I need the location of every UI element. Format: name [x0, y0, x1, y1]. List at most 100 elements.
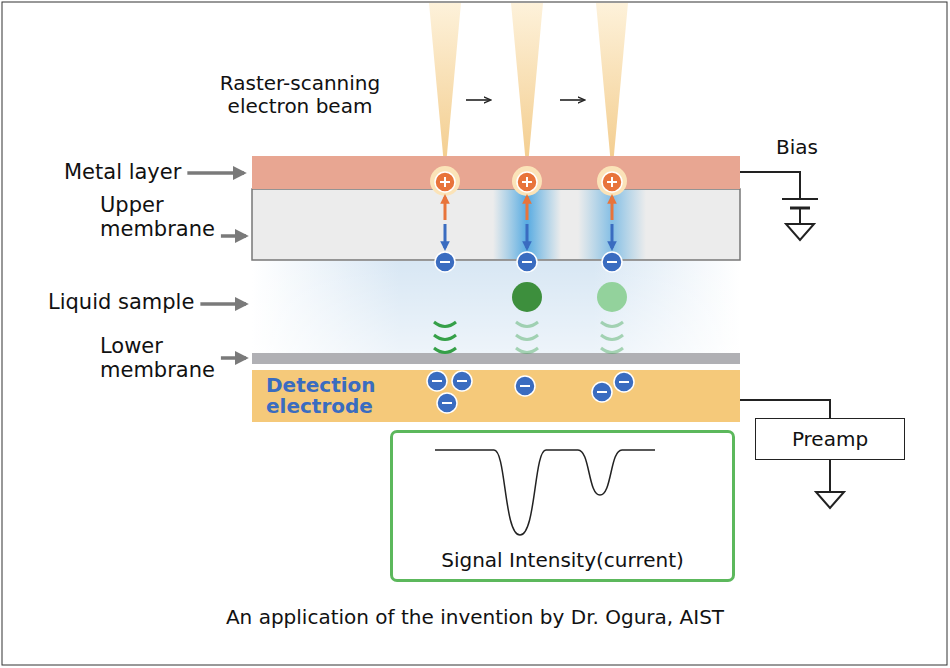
- beam-label: Raster-scanning electron beam: [200, 72, 400, 118]
- charge-dot: [452, 371, 472, 391]
- signal-wave: [516, 322, 538, 327]
- caption: An application of the invention by Dr. O…: [0, 606, 950, 629]
- electron-beams: [429, 3, 628, 176]
- node-text: Detection electrode: [266, 375, 416, 417]
- charge-sign: [432, 380, 442, 382]
- sample-particle: [597, 282, 627, 312]
- negative-charge: [602, 252, 622, 272]
- attraction-arrow: [444, 197, 447, 220]
- detection-electrode-band: [252, 370, 740, 422]
- charge-dot: [435, 172, 455, 192]
- ground-symbol: [816, 492, 844, 508]
- leader-arrow: [187, 171, 244, 175]
- layer-label: Upper membrane: [100, 193, 218, 241]
- signal-wave: [601, 335, 623, 340]
- charge-dot: [602, 252, 622, 272]
- positive-charge: [435, 172, 455, 192]
- charge-dot: [437, 393, 457, 413]
- attraction-arrow: [611, 224, 614, 248]
- bias-circuit: [740, 172, 818, 240]
- attraction-arrow: [444, 224, 447, 248]
- charge-sign: [444, 177, 446, 187]
- signal-wave: [516, 335, 538, 340]
- signal-waveform: [435, 450, 655, 535]
- preamp-box: Preamp: [755, 418, 905, 460]
- ground-symbol: [786, 224, 814, 240]
- bias-wire: [799, 208, 801, 224]
- layer-label: Lower membrane: [100, 334, 218, 382]
- layer-label: Liquid sample: [48, 290, 194, 314]
- liquid-fade: [252, 261, 740, 353]
- layer-label: Metal layer: [64, 160, 181, 184]
- bias-label: Bias: [776, 136, 818, 159]
- signal-wave: [601, 322, 623, 327]
- negative-charge: [614, 372, 634, 392]
- negative-charge: [515, 376, 535, 396]
- charge-dot: [515, 376, 535, 396]
- signal-wave: [601, 348, 623, 353]
- negative-charge: [437, 393, 457, 413]
- negative-charge: [427, 371, 447, 391]
- charge-sign: [611, 177, 613, 187]
- charge-dot: [517, 172, 537, 192]
- charge-dot: [592, 382, 612, 402]
- charge-dot: [517, 252, 537, 272]
- charge-sign: [619, 381, 629, 383]
- signal-box: Signal Intensity(current): [390, 430, 735, 582]
- charge-glow: [493, 190, 561, 259]
- leader-arrow: [221, 234, 246, 238]
- positive-charge: [517, 172, 537, 192]
- negative-charge: [452, 371, 472, 391]
- charge-sign: [520, 385, 530, 387]
- scan-arrow: [466, 99, 490, 101]
- lower-membrane: [252, 353, 740, 364]
- charge-sign: [457, 380, 467, 382]
- negative-charge: [517, 252, 537, 272]
- bias-wire: [740, 172, 800, 199]
- charge-sign: [526, 177, 528, 187]
- attraction-arrow: [526, 197, 529, 220]
- metal-layer: [252, 156, 740, 189]
- signal-wave: [516, 348, 538, 353]
- signal-wave: [434, 348, 456, 353]
- charge-sign: [440, 261, 450, 263]
- charge-dot: [435, 252, 455, 272]
- charge-glow: [578, 190, 646, 259]
- charge-dot: [602, 172, 622, 192]
- electron-beam: [429, 3, 461, 176]
- upper-membrane: [252, 189, 740, 260]
- preamp-ground: [816, 460, 844, 508]
- node-text: Signal Intensity(current): [441, 548, 684, 572]
- electron-beam: [511, 3, 543, 176]
- signal-wave: [434, 335, 456, 340]
- detection-electrode: Detection electrode: [252, 370, 740, 422]
- charge-dot: [614, 372, 634, 392]
- battery-plate: [782, 198, 818, 200]
- membrane-glow: [493, 190, 646, 259]
- electron-beam: [596, 3, 628, 176]
- scan-arrow: [560, 99, 584, 101]
- beam-spot: [512, 166, 542, 196]
- beam-spot: [430, 166, 460, 196]
- signal-wave: [434, 322, 456, 327]
- charge-sign: [597, 391, 607, 393]
- beam-spot: [597, 166, 627, 196]
- ground-wire: [829, 460, 831, 492]
- particles: [427, 166, 634, 413]
- label-leaders: [187, 173, 246, 358]
- charge-dot: [427, 371, 447, 391]
- node-text: Preamp: [792, 427, 868, 451]
- attraction-arrow: [526, 224, 529, 248]
- charge-sign: [607, 261, 617, 263]
- positive-charge: [602, 172, 622, 192]
- leader-arrow: [221, 356, 246, 360]
- negative-charge: [435, 252, 455, 272]
- leader-arrow: [200, 302, 246, 306]
- negative-charge: [592, 382, 612, 402]
- sample-particle: [512, 282, 542, 312]
- liquid-sample: [252, 261, 740, 353]
- signal-wire: [740, 400, 830, 418]
